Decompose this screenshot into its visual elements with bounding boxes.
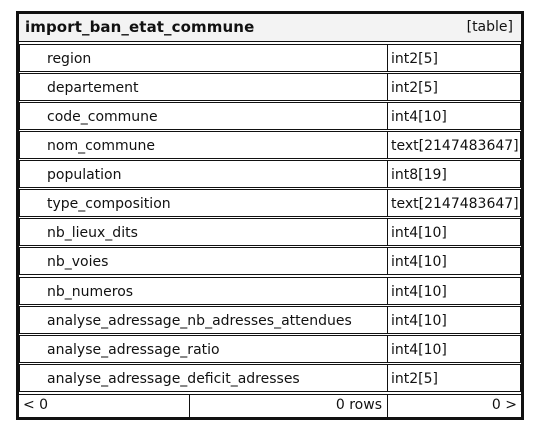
column-name-cell: code_commune — [19, 102, 388, 130]
column-name: nb_numeros — [47, 284, 134, 300]
column-type-cell: int8[19] — [388, 160, 521, 188]
column-row: analyse_adressage_nb_adresses_attendues … — [19, 306, 521, 336]
table-name: import_ban_etat_commune — [25, 18, 255, 36]
table-header: import_ban_etat_commune [table] — [19, 14, 521, 42]
table-entity: import_ban_etat_commune [table] region i… — [16, 11, 524, 420]
column-name-cell: analyse_adressage_deficit_adresses — [19, 364, 388, 392]
column-name: departement — [47, 80, 139, 96]
column-row: nb_numeros int4[10] — [19, 277, 521, 307]
column-name-cell: nb_numeros — [19, 277, 388, 305]
column-type-cell: int2[5] — [388, 44, 521, 72]
column-name-cell: departement — [19, 73, 388, 101]
column-name: nom_commune — [47, 138, 155, 154]
column-name: code_commune — [47, 109, 158, 125]
column-type-cell: text[2147483647] — [388, 189, 521, 217]
column-type-cell: int4[10] — [388, 102, 521, 130]
column-row: nb_voies int4[10] — [19, 247, 521, 277]
column-type: int4[10] — [391, 313, 447, 329]
column-name-cell: nom_commune — [19, 131, 388, 159]
column-type: int2[5] — [391, 371, 438, 387]
column-type: int4[10] — [391, 342, 447, 358]
column-type: int4[10] — [391, 109, 447, 125]
column-row: code_commune int4[10] — [19, 102, 521, 132]
column-name: region — [47, 51, 92, 67]
column-type: int4[10] — [391, 254, 447, 270]
column-type-cell: int2[5] — [388, 73, 521, 101]
column-row: population int8[19] — [19, 160, 521, 190]
footer-row-count: 0 rows — [190, 395, 388, 417]
column-type: text[2147483647] — [391, 196, 519, 212]
column-name-cell: population — [19, 160, 388, 188]
column-name: analyse_adressage_nb_adresses_attendues — [47, 313, 352, 329]
column-type-cell: int4[10] — [388, 247, 521, 275]
column-name-cell: nb_voies — [19, 247, 388, 275]
column-row: nb_lieux_dits int4[10] — [19, 218, 521, 248]
column-name-cell: analyse_adressage_nb_adresses_attendues — [19, 306, 388, 334]
footer-prev-count: < 0 — [19, 395, 190, 417]
column-type-cell: text[2147483647] — [388, 131, 521, 159]
column-type: int4[10] — [391, 225, 447, 241]
column-type-cell: int4[10] — [388, 306, 521, 334]
column-type-cell: int4[10] — [388, 218, 521, 246]
column-type: int8[19] — [391, 167, 447, 183]
column-name: population — [47, 167, 122, 183]
column-type-cell: int4[10] — [388, 335, 521, 363]
footer-next-count: 0 > — [388, 395, 521, 417]
column-type-cell: int2[5] — [388, 364, 521, 392]
column-name: analyse_adressage_deficit_adresses — [47, 371, 300, 387]
column-name-cell: analyse_adressage_ratio — [19, 335, 388, 363]
column-row: analyse_adressage_deficit_adresses int2[… — [19, 364, 521, 394]
column-row: region int2[5] — [19, 44, 521, 74]
column-name: analyse_adressage_ratio — [47, 342, 220, 358]
column-name-cell: type_composition — [19, 189, 388, 217]
column-type: int2[5] — [391, 80, 438, 96]
column-row: type_composition text[2147483647] — [19, 189, 521, 219]
column-name-cell: region — [19, 44, 388, 72]
column-type: text[2147483647] — [391, 138, 519, 154]
column-row: analyse_adressage_ratio int4[10] — [19, 335, 521, 365]
column-row: departement int2[5] — [19, 73, 521, 103]
column-name: nb_voies — [47, 254, 109, 270]
footer-prev-text: < 0 — [23, 397, 49, 413]
column-type: int2[5] — [391, 51, 438, 67]
column-name: type_composition — [47, 196, 171, 212]
column-type: int4[10] — [391, 284, 447, 300]
column-name-cell: nb_lieux_dits — [19, 218, 388, 246]
table-kind-label: [table] — [466, 19, 513, 35]
table-footer: < 0 0 rows 0 > — [19, 394, 521, 417]
column-row: nom_commune text[2147483647] — [19, 131, 521, 161]
footer-row-count-text: 0 rows — [335, 397, 382, 413]
column-name: nb_lieux_dits — [47, 225, 138, 241]
column-type-cell: int4[10] — [388, 277, 521, 305]
footer-next-text: 0 > — [491, 397, 517, 413]
